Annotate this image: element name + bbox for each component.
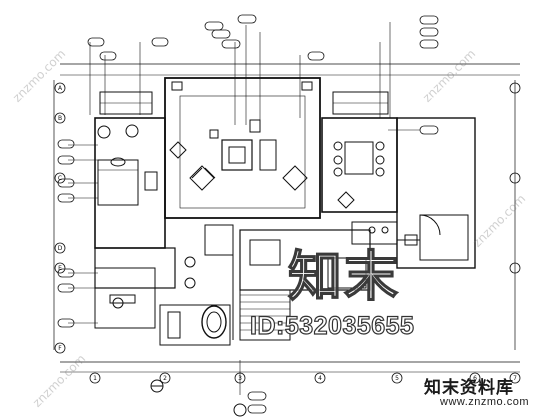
grid-label-left: E [58, 265, 62, 272]
grid-label-bottom: 7 [513, 375, 517, 382]
grid-label-left: F [58, 345, 62, 352]
watermark-brand: 知末资料库 [424, 378, 514, 397]
grid-label-left: C [58, 175, 62, 182]
watermark-id: ID:532035655 [249, 311, 415, 340]
grid-label-left: B [58, 115, 62, 122]
grid-label-left: A [58, 85, 63, 92]
grid-label-bottom: 6 [473, 375, 477, 382]
grid-label-left: D [58, 245, 63, 252]
grid-label-bottom: 1 [93, 375, 97, 382]
watermark-url: www.znzmo.com [440, 396, 530, 408]
grid-label-bottom: 4 [318, 375, 322, 382]
grid-label-bottom: 2 [163, 375, 167, 382]
grid-label-bottom: 5 [395, 375, 399, 382]
grid-label-bottom: 3 [238, 375, 242, 382]
watermark-logo: 知末 [287, 246, 400, 307]
